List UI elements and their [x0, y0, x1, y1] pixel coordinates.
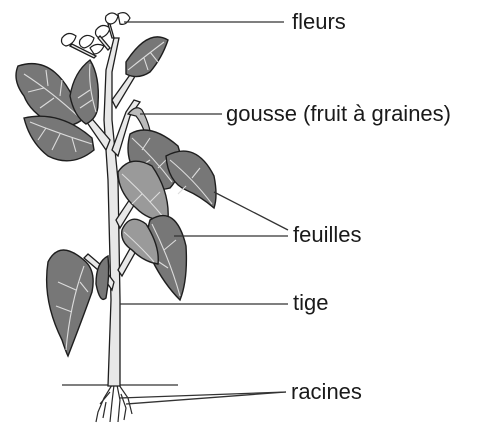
label-stem: tige	[293, 292, 328, 314]
leader-leaves-a	[214, 192, 288, 230]
label-roots: racines	[291, 381, 362, 403]
leaf-top-right	[126, 37, 168, 77]
leaf-right-far	[166, 151, 216, 208]
label-leaves: feuilles	[293, 224, 361, 246]
leader-roots-b	[126, 392, 286, 404]
leaf-lower-left	[47, 250, 94, 356]
flowers-drawing	[62, 13, 131, 58]
leader-roots-a	[120, 392, 286, 398]
main-stem	[104, 38, 120, 386]
label-flowers: fleurs	[292, 11, 346, 33]
label-pod: gousse (fruit à graines)	[226, 103, 451, 125]
